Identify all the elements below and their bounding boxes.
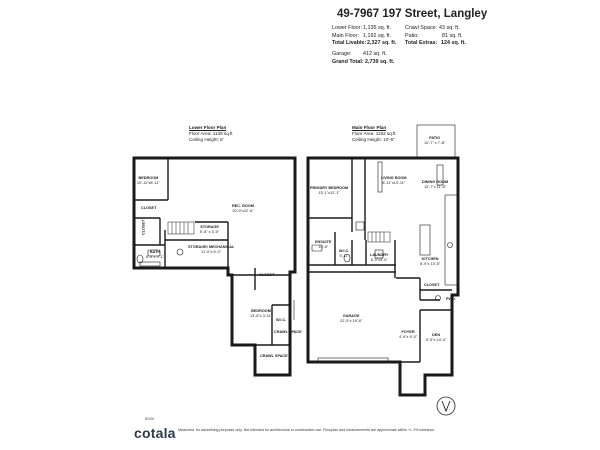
lower-interior-walls bbox=[134, 158, 290, 346]
main-room-pwd: PWD. bbox=[446, 297, 456, 301]
brand-small-text: BOOK bbox=[145, 417, 155, 421]
grand-total-value: 2,739 sq. ft. bbox=[365, 58, 395, 65]
listing-title: 49-7967 197 Street, Langley bbox=[337, 8, 488, 20]
crawl-space-label: Crawl Space: bbox=[405, 25, 438, 31]
lower-room-crawl-space-1: CRAWL SPACE bbox=[274, 330, 302, 334]
garage-door bbox=[317, 357, 389, 363]
area-summary-totals: Garage: 412 sq. ft. Grand Total:2,739 sq.… bbox=[332, 51, 394, 66]
lower-floor-value: 1,135 sq. ft. bbox=[363, 25, 392, 31]
lower-plan-name: Lower Floor Plan bbox=[189, 125, 227, 130]
brand-name: cotala bbox=[134, 425, 176, 441]
garage-area-value: 412 sq. ft. bbox=[363, 51, 387, 57]
patio-value: 81 sq. ft. bbox=[442, 32, 463, 39]
patio-label: Patio: bbox=[405, 32, 419, 39]
main-stairs bbox=[367, 231, 391, 243]
main-interior-walls bbox=[308, 158, 452, 363]
main-windows bbox=[320, 156, 458, 200]
lower-plan-floor-area: Floor Area: 1135 sq.ft bbox=[189, 130, 233, 136]
main-plan-floor-area: Floor Area: 1192 sq.ft bbox=[352, 130, 396, 136]
lower-floor-plan bbox=[132, 156, 297, 377]
grand-total-label: Grand Total: bbox=[332, 58, 364, 65]
main-kitchen bbox=[419, 164, 458, 286]
lower-exterior-wall bbox=[132, 156, 297, 377]
main-floor-plan bbox=[306, 124, 460, 397]
main-floor-value: 1,192 sq. ft. bbox=[363, 32, 392, 39]
lower-room-crawl-space-2: CRAWL SPACE bbox=[260, 354, 288, 358]
lower-room-closet-3: CLOSET bbox=[259, 273, 275, 277]
lower-fixtures bbox=[136, 248, 184, 267]
lower-floor-label: Lower Floor: bbox=[332, 25, 362, 31]
lower-plan-heading: Lower Floor Plan Floor Area: 1135 sq.ft … bbox=[189, 125, 233, 142]
lower-plan-ceiling: Ceiling Height: 8' bbox=[189, 136, 224, 142]
lower-room-closet-1: CLOSET bbox=[141, 206, 157, 210]
lower-room-wic: W.I.C. bbox=[276, 318, 287, 322]
main-fixtures bbox=[311, 161, 441, 301]
main-plan-heading: Main Floor Plan Floor Area: 1192 sq.ft C… bbox=[352, 125, 396, 142]
main-room-wic: W.I.C.5'-11" bbox=[339, 249, 350, 258]
total-livable-value: 2,327 sq. ft. bbox=[367, 40, 397, 47]
main-plan-name: Main Floor Plan bbox=[352, 125, 387, 130]
area-summary-left: Lower Floor:1,135 sq. ft. Main Floor: 1,1… bbox=[332, 25, 396, 48]
lower-windows bbox=[145, 156, 295, 320]
main-room-closet: CLOSET bbox=[424, 283, 440, 287]
crawl-space-value: 43 sq. ft. bbox=[439, 25, 460, 31]
total-extras-label: Total Extras: bbox=[405, 40, 438, 47]
garage-area-label: Garage: bbox=[332, 51, 352, 57]
area-summary-right: Crawl Space:43 sq. ft. Patio:81 sq. ft. … bbox=[405, 25, 466, 48]
main-plan-ceiling: Ceiling Height: 10'-5" bbox=[352, 136, 395, 142]
disclaimer-text: Measured, for advertising purposes only.… bbox=[178, 428, 435, 432]
main-floor-label: Main Floor: bbox=[332, 32, 359, 39]
patio-outline bbox=[416, 124, 456, 159]
lower-room-closet-2: CLOSET bbox=[141, 219, 146, 235]
total-extras-value: 124 sq. ft. bbox=[441, 40, 466, 47]
lower-stairs bbox=[167, 221, 195, 235]
compass-icon bbox=[436, 396, 456, 416]
total-livable-label: Total Livable: bbox=[332, 40, 367, 47]
